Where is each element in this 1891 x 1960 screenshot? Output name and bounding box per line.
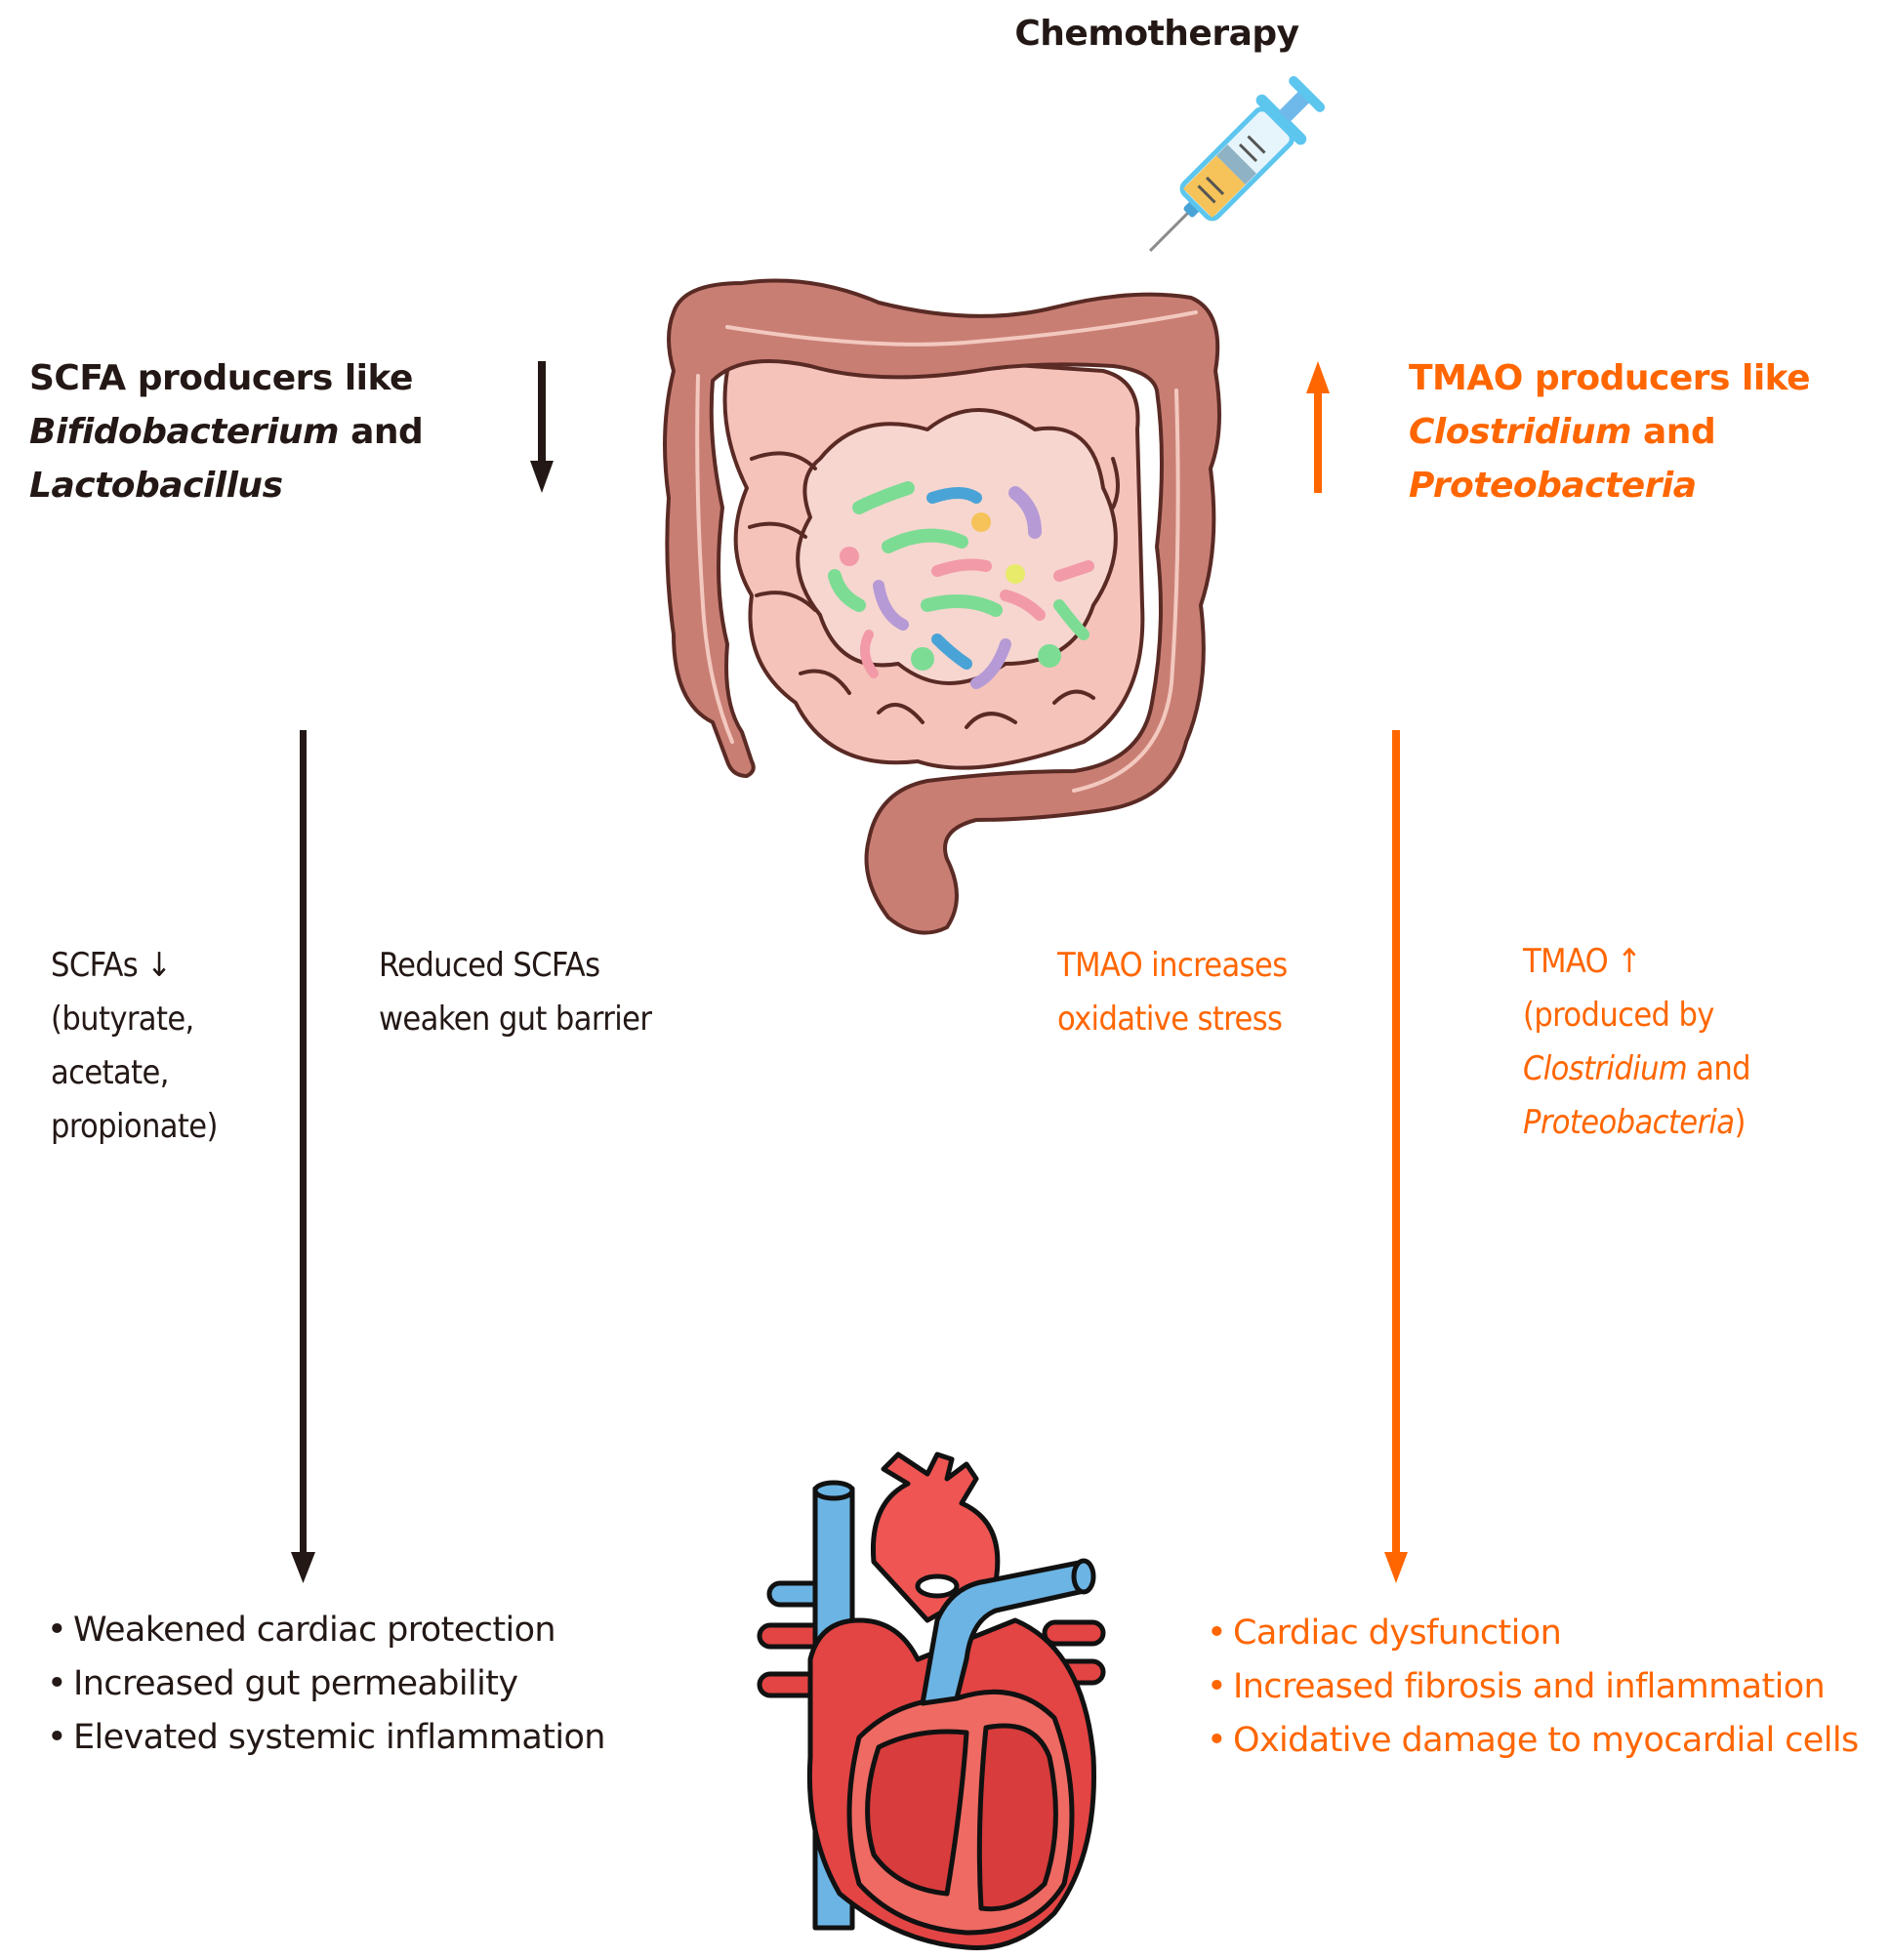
tmao-heading-line1: TMAO producers like: [1409, 358, 1811, 398]
text-line: acetate,: [51, 1053, 169, 1092]
intestine-illustration: [663, 278, 1221, 935]
text-close: ): [1734, 1103, 1746, 1142]
text-line: SCFAs ↓: [51, 946, 172, 985]
heart-illustration: [757, 1451, 1106, 1951]
scfa-decrease-arrow: [530, 361, 554, 493]
text-line: (butyrate,: [51, 1000, 194, 1039]
list-item: Elevated systemic inflammation: [47, 1711, 605, 1765]
text-line: (produced by: [1523, 996, 1714, 1035]
tmao-increase-arrow: [1306, 361, 1330, 493]
genus-bifidobacterium: Bifidobacterium: [29, 412, 340, 452]
text-line: TMAO increases: [1057, 946, 1288, 985]
tmao-oxidative-stress-text: TMAO increases oxidative stress: [1057, 939, 1288, 1046]
genus-lactobacillus: Lactobacillus: [29, 466, 283, 506]
text-line: oxidative stress: [1057, 1000, 1283, 1039]
heading-conj: and: [339, 412, 424, 452]
genus-proteobacteria: Proteobacteria: [1409, 466, 1697, 506]
list-item: Increased gut permeability: [47, 1657, 605, 1711]
text-line: TMAO ↑: [1523, 942, 1642, 981]
list-item: Weakened cardiac protection: [47, 1604, 605, 1657]
scfa-heading-line1: SCFA producers like: [29, 358, 413, 398]
reduced-scfa-text: Reduced SCFAs weaken gut barrier: [379, 939, 652, 1046]
genus-clostridium: Clostridium: [1523, 1049, 1688, 1088]
list-item: Oxidative damage to myocardial cells: [1207, 1714, 1859, 1768]
text-line: weaken gut barrier: [379, 1000, 652, 1039]
text-conj: and: [1687, 1049, 1750, 1088]
genus-proteobacteria: Proteobacteria: [1523, 1103, 1735, 1142]
text-line: Reduced SCFAs: [379, 946, 600, 985]
genus-clostridium: Clostridium: [1409, 412, 1631, 452]
chemotherapy-label: Chemotherapy: [1014, 14, 1299, 54]
heading-conj: and: [1630, 412, 1716, 452]
scfa-decrease-text: SCFAs ↓ (butyrate, acetate, propionate): [51, 939, 218, 1154]
scfa-pathway-arrow: [291, 730, 315, 1583]
list-item: Cardiac dysfunction: [1207, 1607, 1859, 1660]
scfa-producers-heading: SCFA producers like Bifidobacterium and …: [29, 351, 424, 512]
tmao-outcomes-list: Cardiac dysfunction Increased fibrosis a…: [1207, 1607, 1859, 1768]
list-item: Increased fibrosis and inflammation: [1207, 1660, 1859, 1714]
tmao-pathway-arrow: [1384, 730, 1408, 1583]
tmao-increase-text: TMAO ↑ (produced by Clostridium and Prot…: [1523, 935, 1751, 1150]
scfa-outcomes-list: Weakened cardiac protection Increased gu…: [47, 1604, 605, 1765]
tmao-producers-heading: TMAO producers like Clostridium and Prot…: [1409, 351, 1811, 512]
text-line: propionate): [51, 1107, 218, 1146]
